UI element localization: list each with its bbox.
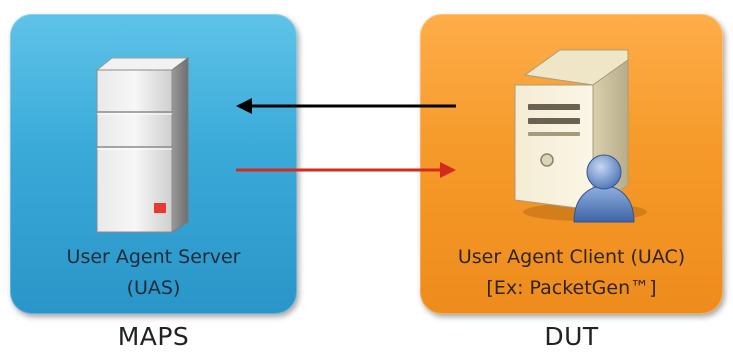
uac-title: User Agent Client (UAC) [457, 246, 686, 268]
server-tower-icon [95, 57, 190, 233]
dut-caption: DUT [544, 322, 599, 351]
client-computer-with-user-icon [514, 49, 647, 223]
uas-title: User Agent Server [66, 246, 241, 268]
uac-subtitle: [Ex: PacketGen™] [486, 277, 657, 299]
uas-subtitle: (UAS) [126, 277, 181, 299]
request-arrow [236, 162, 456, 178]
response-arrow [236, 98, 456, 114]
server-led-icon [154, 203, 166, 213]
user-icon [573, 154, 635, 223]
maps-caption: MAPS [117, 322, 190, 351]
